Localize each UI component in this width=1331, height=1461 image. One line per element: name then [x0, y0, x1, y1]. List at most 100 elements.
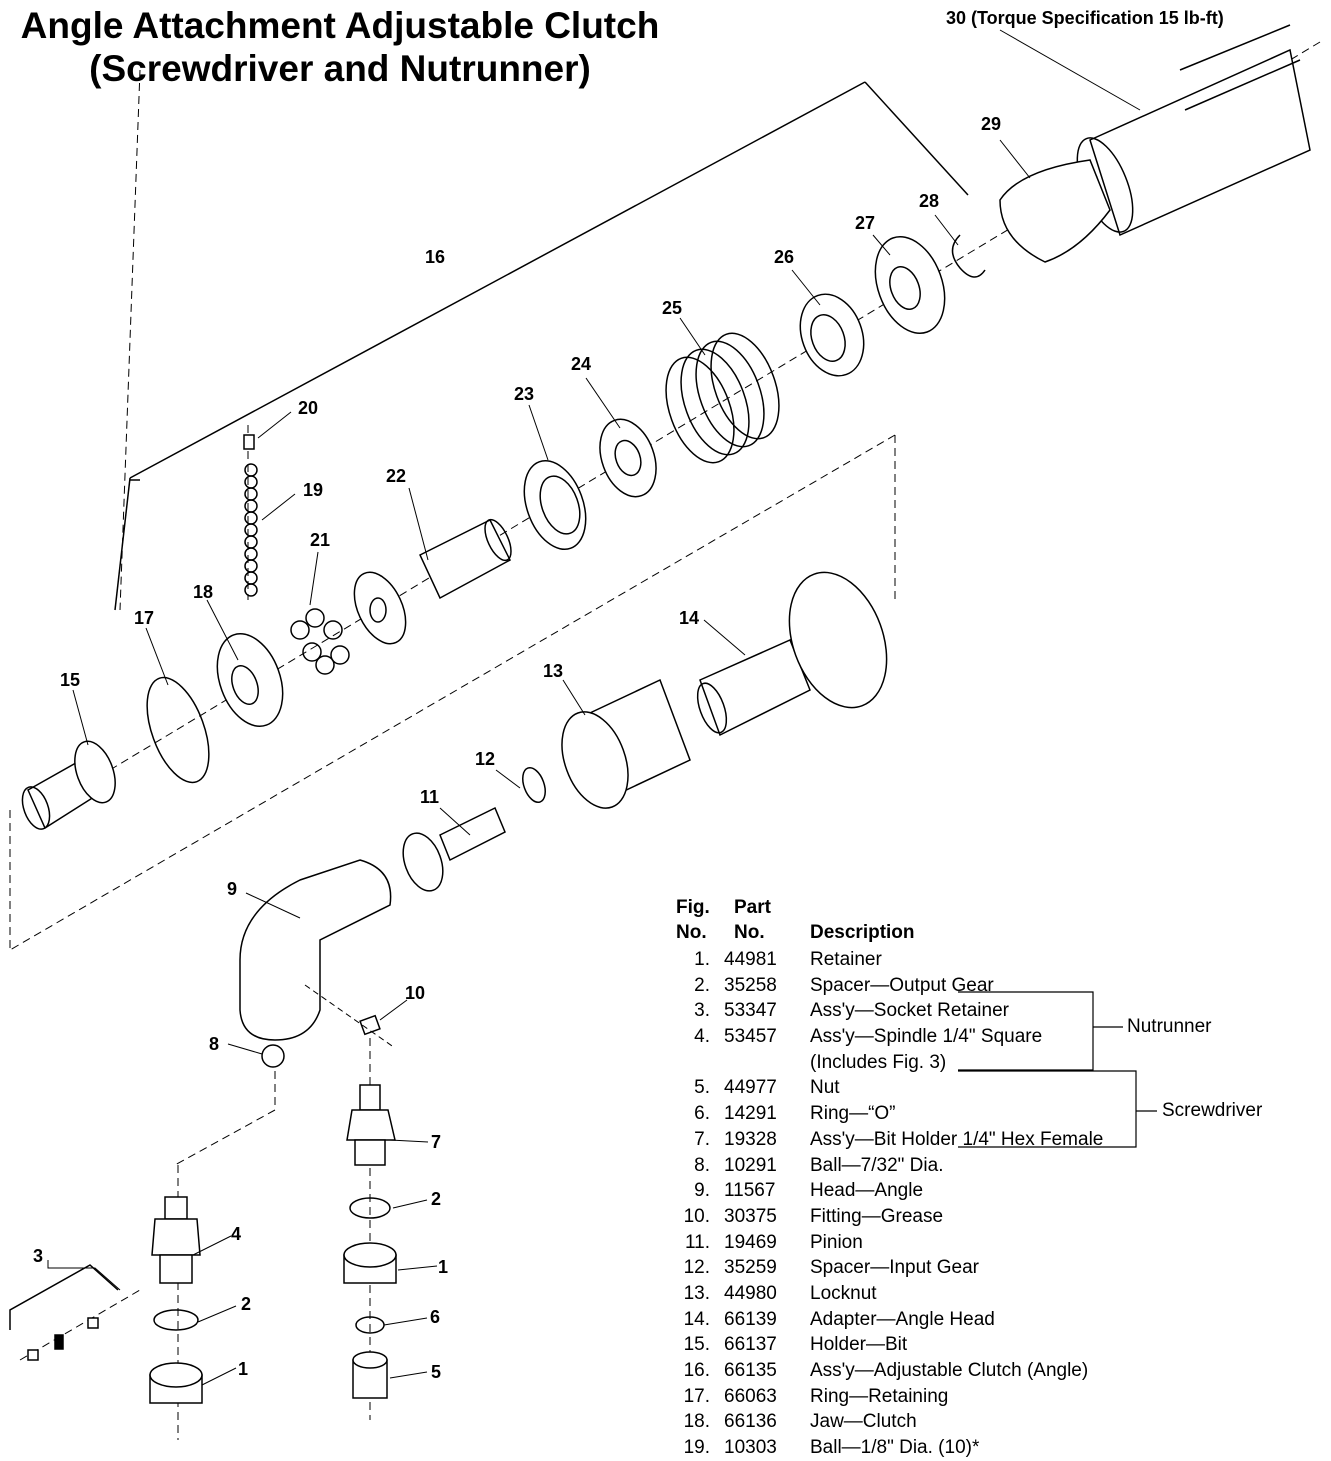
left-spacer-2: [153, 1309, 199, 1331]
description: Ring—Retaining: [810, 1385, 949, 1407]
part-9-head: [239, 859, 392, 1041]
part-30-housing: [1076, 24, 1311, 237]
description: Ball—1/8" Dia. (10)*: [810, 1437, 980, 1459]
part-no: 66135: [724, 1360, 777, 1381]
right-retainer-1: [343, 1242, 397, 1284]
callout-3: 3: [33, 1246, 43, 1266]
callout-14: 14: [679, 608, 699, 628]
description: Jaw—Clutch: [810, 1411, 917, 1433]
callout-6: 6: [430, 1307, 440, 1327]
header-description: Description: [810, 922, 915, 943]
callout-12: 12: [475, 749, 495, 769]
group-brackets: [958, 991, 1157, 1148]
fig-no: 2.: [694, 974, 710, 996]
part-no: 35258: [724, 974, 777, 996]
description: Ass'y—Adjustable Clutch (Angle): [810, 1360, 1089, 1381]
part-25-spring: [665, 332, 780, 464]
part-no: 10303: [724, 1437, 777, 1459]
part-no: 53347: [724, 1000, 777, 1022]
callout-29: 29: [981, 114, 1001, 134]
description: Head—Angle: [810, 1180, 924, 1202]
description: Adapter—Angle Head: [810, 1308, 995, 1330]
callout-25: 25: [662, 298, 682, 318]
part-no: 10291: [724, 1154, 777, 1176]
part-28-clip: [951, 234, 986, 278]
part-26-ring: [799, 293, 865, 377]
fig-no: 10.: [683, 1205, 710, 1227]
description: Spacer—Input Gear: [810, 1257, 979, 1279]
fig-no: 15.: [683, 1334, 710, 1356]
callout-16: 16: [425, 247, 445, 267]
part-no: 66063: [724, 1385, 777, 1407]
fig-no: 12.: [683, 1257, 710, 1279]
title-line-1: Angle Attachment Adjustable Clutch: [20, 5, 660, 46]
fig-no: 14.: [683, 1308, 710, 1330]
part-21-balls: [290, 608, 350, 675]
fig-no: 19.: [683, 1437, 710, 1459]
part-12-spacer: [522, 766, 546, 804]
description: Locknut: [810, 1282, 877, 1304]
callout-10: 10: [405, 983, 425, 1003]
part-22-shaft: [353, 518, 512, 645]
fig-no: 6.: [694, 1103, 710, 1125]
fig-no: 7.: [694, 1128, 710, 1150]
part-10-fitting: [359, 1014, 381, 1036]
header-fig-2: No.: [676, 922, 707, 943]
diagram-title: Angle Attachment Adjustable Clutch (Scre…: [0, 4, 680, 90]
description: Holder—Bit: [810, 1334, 908, 1356]
description: Ball—7/32" Dia.: [810, 1154, 944, 1176]
part-18-jaw: [216, 632, 284, 728]
callout-1-left: 1: [238, 1359, 248, 1379]
part-24-washer: [599, 418, 657, 498]
description: Ass'y—Spindle 1/4" Square: [810, 1026, 1043, 1048]
description: Spacer—Output Gear: [810, 974, 994, 996]
fig-no: 18.: [683, 1411, 710, 1433]
callout-5: 5: [431, 1362, 441, 1382]
part-no: 53457: [724, 1026, 777, 1048]
lower-axis-line: [9, 434, 896, 951]
description: Pinion: [810, 1231, 863, 1253]
part-no: 66136: [724, 1411, 777, 1433]
callout-21: 21: [310, 530, 330, 550]
callout-18: 18: [193, 582, 213, 602]
callout-19: 19: [303, 480, 323, 500]
fig-no: 1.: [694, 949, 710, 970]
callout-2-left: 2: [241, 1294, 251, 1314]
part-no: 66139: [724, 1308, 777, 1330]
part-15-holder: [21, 740, 116, 830]
part-19-balls: [244, 463, 258, 597]
clutch-assembly-bracket: [129, 81, 866, 479]
callout-24: 24: [571, 354, 591, 374]
part-8-ball: [261, 1044, 285, 1068]
callout-28: 28: [919, 191, 939, 211]
description: Ass'y—Bit Holder 1/4" Hex Female: [810, 1128, 1104, 1150]
part-17-ring: [146, 676, 210, 784]
part-no: 44980: [724, 1282, 777, 1304]
callout-7: 7: [431, 1132, 441, 1152]
part-11-pinion: [402, 806, 506, 892]
part-no: 44981: [724, 949, 777, 970]
description: Fitting—Grease: [810, 1205, 944, 1227]
callout-13: 13: [543, 661, 563, 681]
fig-no: 11.: [684, 1231, 710, 1253]
description: Ring—“O”: [810, 1103, 896, 1125]
right-spacer-2: [349, 1197, 391, 1219]
callout-labels: 29 28 27 26 25 24 23 22 20 19 21 18 17 1…: [33, 114, 1001, 1382]
description: (Includes Fig. 3): [810, 1051, 947, 1073]
callout-26: 26: [774, 247, 794, 267]
part-no: 19469: [724, 1231, 777, 1253]
header-fig-1: Fig.: [676, 897, 710, 918]
torque-specification-note: 30 (Torque Specification 15 lb-ft): [946, 8, 1224, 28]
callout-1-right: 1: [438, 1257, 448, 1277]
fig-no: 17.: [683, 1385, 710, 1407]
callout-20: 20: [298, 398, 318, 418]
part-27-gear: [874, 236, 946, 334]
part-23-bearing: [523, 459, 587, 551]
callout-22: 22: [386, 466, 406, 486]
fig-no: 8.: [694, 1154, 710, 1176]
part-no: 14291: [724, 1103, 777, 1125]
part-14-adapter: [696, 571, 888, 737]
part-13-locknut: [561, 678, 691, 809]
description: Retainer: [810, 949, 882, 970]
